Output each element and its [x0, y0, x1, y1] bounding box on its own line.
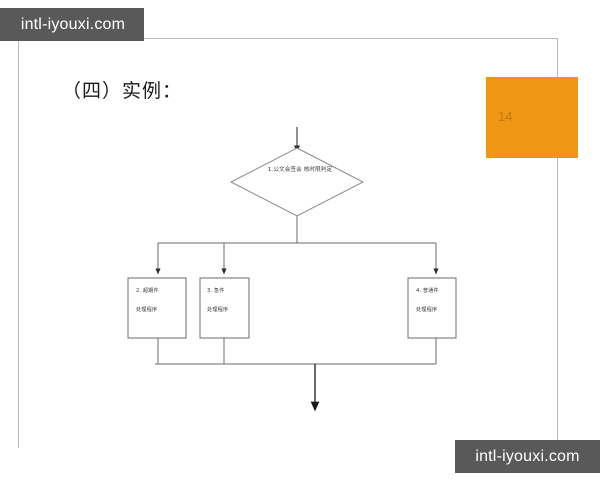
- node-decision-line1: 1.公文会签会: [267, 167, 302, 173]
- node-process-1-line2: 处理程序: [136, 306, 158, 313]
- page-frame: [18, 38, 558, 448]
- watermark-bottom: intl-iyouxi.com: [455, 440, 600, 473]
- watermark-top: intl-iyouxi.com: [0, 8, 144, 41]
- node-process-3-label: 4. 普通件 处理程序: [416, 288, 462, 314]
- page-title: （四）实例：: [62, 80, 183, 102]
- node-decision-line2: 核时限判定: [303, 167, 333, 173]
- page-number-badge: 14: [486, 77, 578, 158]
- page-number-text: 14: [498, 109, 513, 124]
- node-process-2-line1: 3. 急件: [207, 288, 225, 294]
- node-process-2-label: 3. 急件 处理程序: [207, 288, 253, 314]
- node-process-1-line1: 2. 超期件: [136, 288, 159, 294]
- node-process-3-line1: 4. 普通件: [416, 288, 439, 294]
- node-process-3-line2: 处理程序: [416, 306, 438, 313]
- node-decision-label: 1.公文会签会 核时限判定: [255, 166, 345, 174]
- node-process-1-label: 2. 超期件 处理程序: [136, 288, 188, 314]
- node-process-2-line2: 处理程序: [207, 306, 229, 313]
